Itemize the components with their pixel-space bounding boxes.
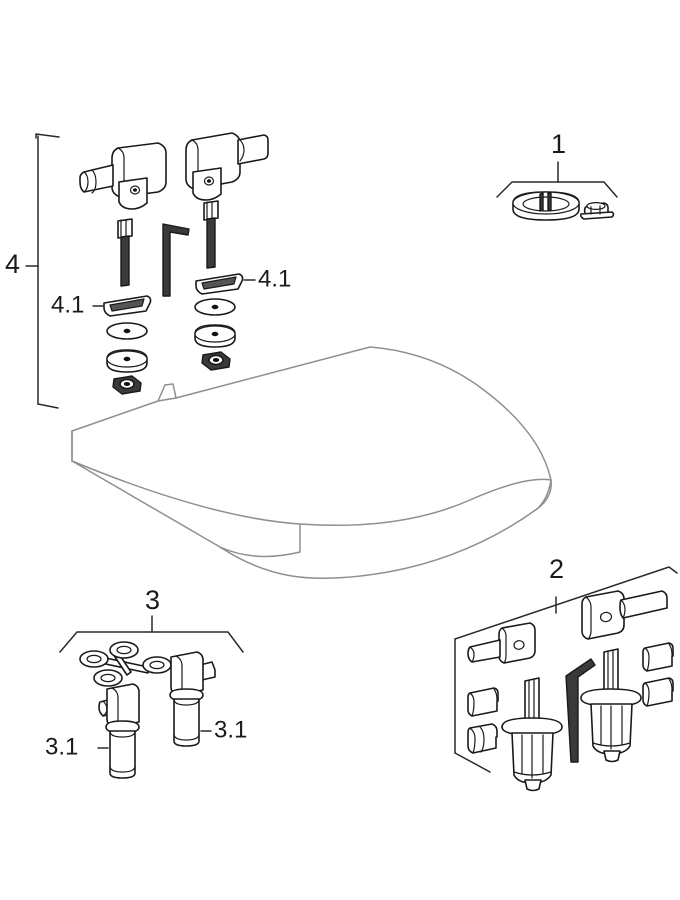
bolt-left (117, 218, 133, 287)
callout-label-2: 2 (549, 554, 564, 584)
o-ring-3 (142, 656, 172, 674)
square-nut-left (112, 375, 142, 395)
group-2-bracket (454, 566, 678, 773)
bushing-lower-right (642, 677, 674, 707)
group-1-parts (512, 191, 615, 221)
callout-label-3: 3 (145, 585, 160, 615)
callout-label-3-1-left: 3.1 (45, 733, 78, 760)
hinge-pin-large (581, 590, 668, 640)
hinge-body-left (79, 142, 167, 210)
callout-label-1: 1 (551, 129, 566, 159)
square-nut-right (201, 351, 231, 371)
washer-right-upper (194, 298, 236, 316)
callout-label-4: 4 (5, 249, 20, 279)
group-1-bracket (496, 161, 618, 198)
hinge-body-right (185, 132, 269, 201)
washer-left-upper (106, 322, 148, 340)
group-4-parts (79, 132, 269, 395)
group-3-bracket (59, 615, 244, 653)
washer-right-lower (194, 324, 236, 348)
o-ring-4 (93, 669, 123, 687)
wedge-washer-left (103, 295, 152, 317)
cap-nut (580, 202, 615, 220)
allen-key-group-2 (565, 658, 596, 763)
bushing-upper-right (642, 642, 674, 672)
o-ring-1 (79, 650, 109, 668)
group-2-parts (467, 590, 674, 792)
bumper-ring (512, 191, 580, 221)
callout-label-3-1-right: 3.1 (214, 716, 247, 743)
expansion-anchor-left (501, 677, 563, 792)
o-ring-cluster (79, 641, 172, 687)
hinge-post-right (169, 651, 216, 747)
hinge-pin-small (467, 622, 536, 664)
group-3-parts (79, 641, 216, 779)
washer-left-lower (106, 349, 148, 373)
callout-label-4-1-right: 4.1 (258, 265, 291, 292)
group-4-bracket (25, 133, 60, 409)
callout-label-4-1-left: 4.1 (51, 291, 84, 318)
bushing-upper-left (467, 687, 499, 717)
allen-key-group-4 (162, 223, 190, 297)
o-ring-2 (109, 641, 139, 659)
hinge-post-left (98, 683, 140, 779)
wedge-washer-right (195, 273, 244, 295)
bushing-lower-left (467, 723, 498, 754)
expansion-anchor-right (580, 648, 642, 763)
toilet-seat-lid (71, 346, 552, 579)
bolt-right (203, 200, 219, 269)
